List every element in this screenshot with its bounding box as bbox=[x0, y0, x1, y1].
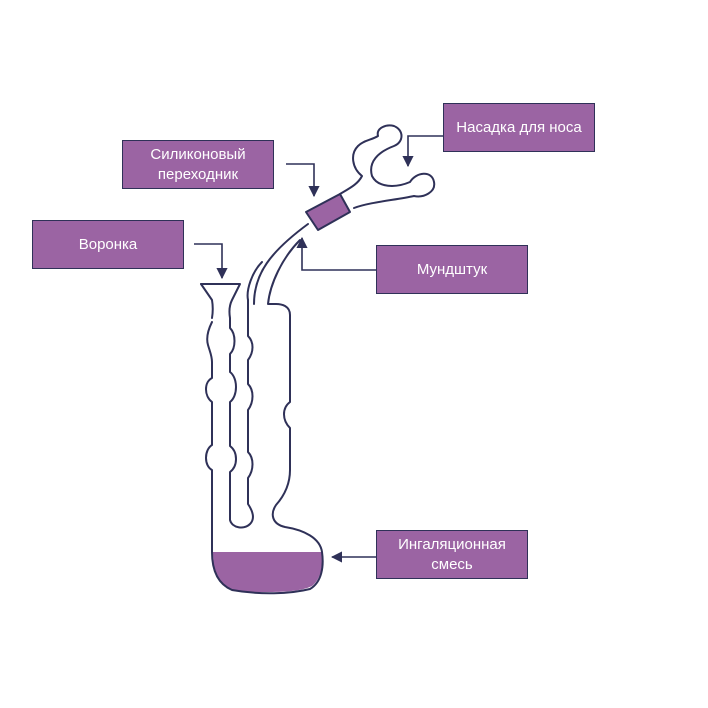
label-funnel: Воронка bbox=[32, 220, 184, 269]
arrow-to-funnel bbox=[194, 243, 228, 280]
label-mouthpiece: Мундштук bbox=[376, 245, 528, 294]
label-nose-attachment: Насадка для носа bbox=[443, 103, 595, 152]
funnel-shape bbox=[200, 283, 255, 529]
arrow-to-adapter bbox=[286, 163, 320, 198]
arrow-to-mouthpiece bbox=[296, 236, 376, 271]
label-inhalation-mix: Ингаляционная смесь bbox=[376, 530, 528, 579]
nose-attachment-shape bbox=[339, 124, 436, 209]
silicone-adapter-piece bbox=[305, 193, 351, 231]
funnel-neck bbox=[200, 283, 214, 319]
arrow-to-nose bbox=[402, 135, 443, 168]
inhalation-liquid bbox=[213, 552, 323, 592]
vessel-body bbox=[205, 239, 324, 595]
inner-tube bbox=[253, 223, 309, 305]
label-silicone-adapter: Силиконовый переходник bbox=[122, 140, 274, 189]
inner-tube-left bbox=[246, 261, 263, 301]
